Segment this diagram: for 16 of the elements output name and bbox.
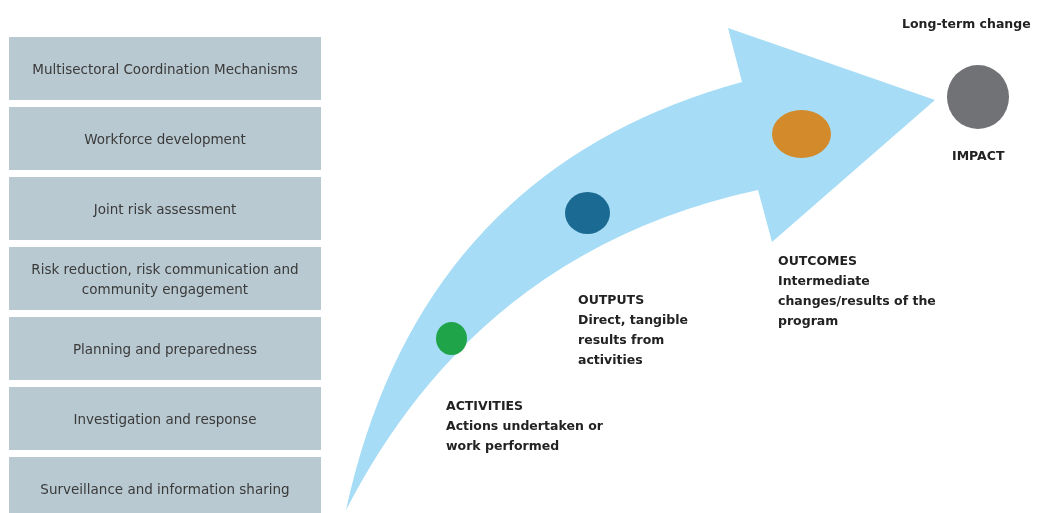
stage-description: Intermediate changes/results of the program [778,272,937,330]
category-box: Workforce development [9,107,321,170]
impact-description: Long-term change [902,15,1032,33]
category-box: Risk reduction, risk communication and community engagement [9,247,321,310]
stage-heading: IMPACT [952,147,1006,165]
stage-heading: ACTIVITIES [446,397,525,415]
category-box: Multisectoral Coordination Mechanisms [9,37,321,100]
category-box: Planning and preparedness [9,317,321,380]
curved-arrow [346,28,935,510]
category-box: Investigation and response [9,387,321,450]
category-box: Joint risk assessment [9,177,321,240]
category-box: Surveillance and information sharing [9,457,321,513]
stage-heading: OUTCOMES [778,252,859,270]
stage-description: Direct, tangible results from activities [578,311,690,369]
stage-description: Actions undertaken or work performed [446,417,604,455]
stage-heading: OUTPUTS [578,291,646,309]
